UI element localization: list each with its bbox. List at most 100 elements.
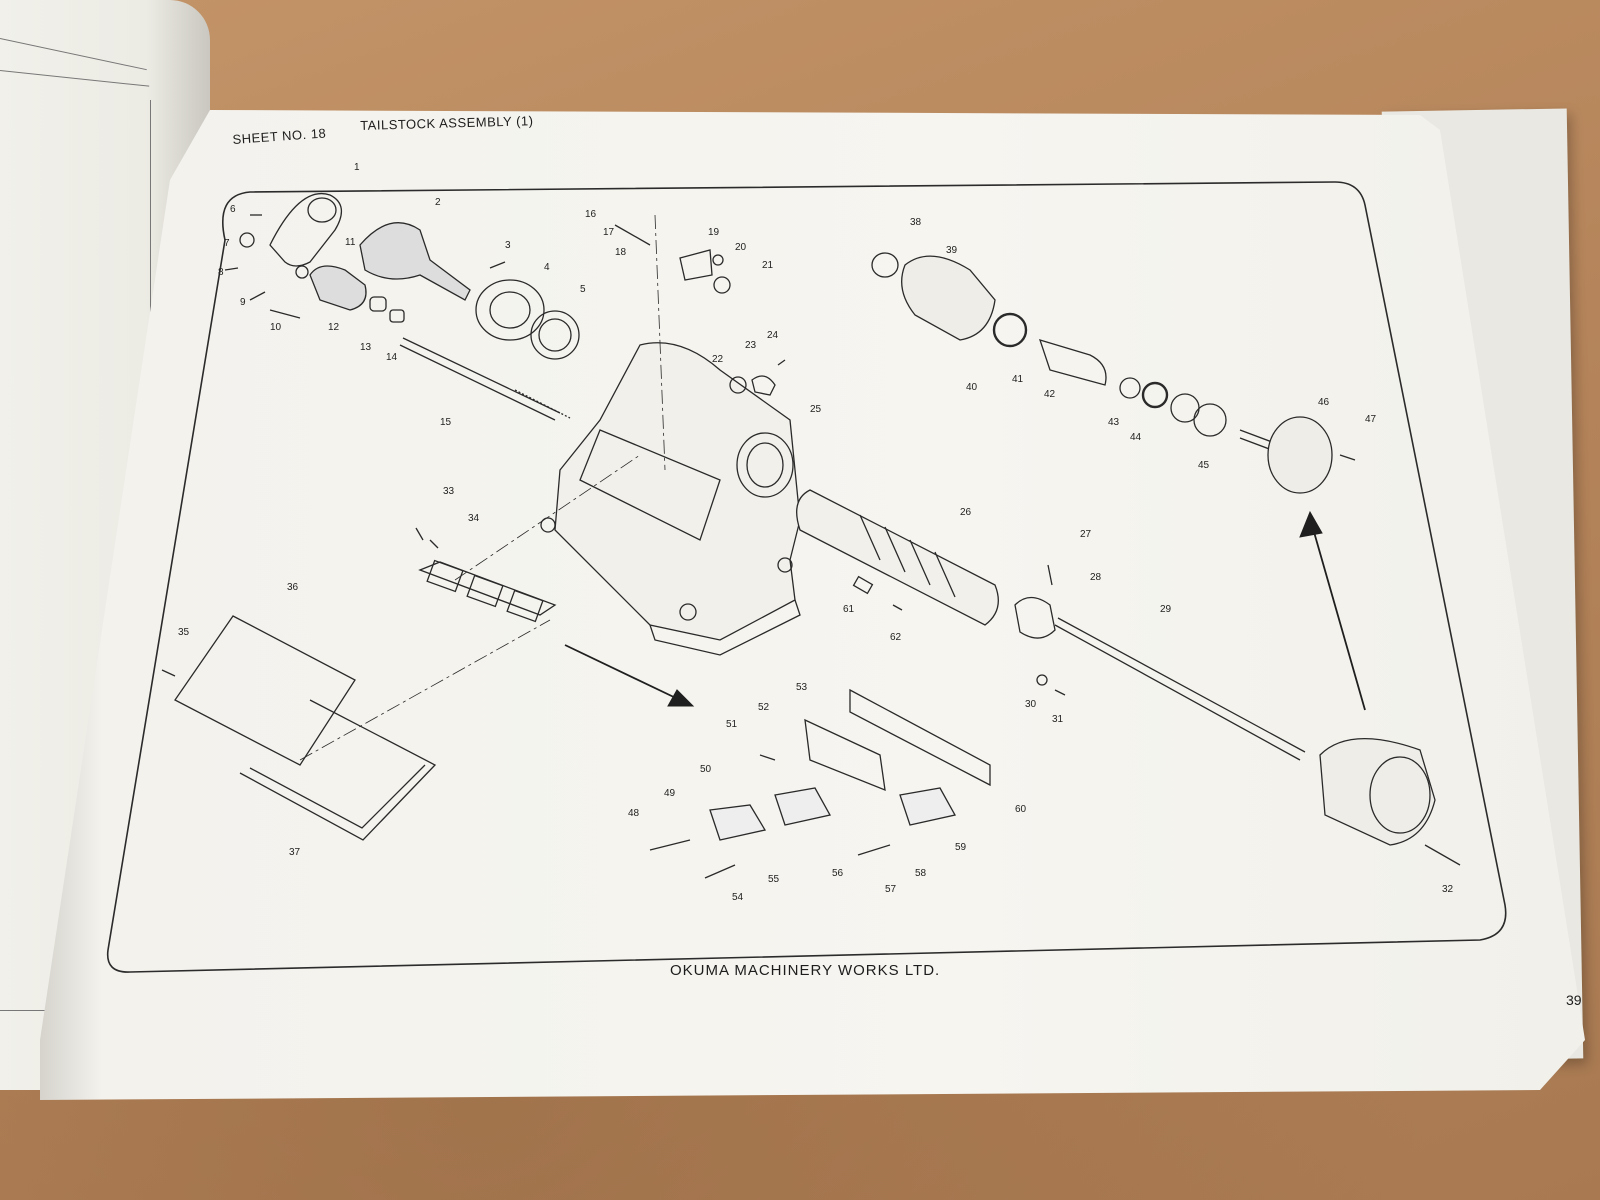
page-number: 39 <box>1566 992 1582 1008</box>
part-label-47: 47 <box>1365 414 1377 425</box>
part-label-21: 21 <box>762 260 774 271</box>
part-label-16: 16 <box>585 209 597 220</box>
part-14-sleeve <box>389 309 405 323</box>
part-27-setscrews <box>1047 564 1053 586</box>
part-label-14: 14 <box>386 352 398 363</box>
part-label-61: 61 <box>843 604 855 615</box>
part-label-58: 58 <box>915 868 927 879</box>
part-62-screw <box>892 604 903 611</box>
part-5-seal <box>530 310 580 360</box>
part-label-22: 22 <box>712 354 724 365</box>
part-31-screw <box>1054 689 1066 696</box>
part-label-56: 56 <box>832 868 844 879</box>
part-label-42: 42 <box>1044 389 1056 400</box>
part-32-pin <box>1424 844 1461 866</box>
part-label-9: 9 <box>240 297 246 308</box>
part-label-57: 57 <box>885 884 897 895</box>
part-41-oring <box>992 312 1028 348</box>
part-label-32: 32 <box>1442 884 1454 895</box>
part-label-59: 59 <box>955 842 967 853</box>
part-32-motor <box>1319 737 1436 846</box>
part-9-screw <box>249 291 266 301</box>
part-8-screw <box>224 267 239 271</box>
part-34-screw <box>429 539 439 549</box>
part-25-tailstock-body <box>554 342 801 641</box>
part-label-23: 23 <box>745 340 757 351</box>
part-33-screw <box>415 527 424 541</box>
part-48-screw <box>649 839 691 851</box>
part-37-gasket <box>239 699 437 841</box>
part-53-bracket <box>804 718 886 792</box>
part-label-19: 19 <box>708 227 720 238</box>
part-label-30: 30 <box>1025 699 1037 710</box>
part-label-55: 55 <box>768 874 780 885</box>
part-43-seal <box>1119 377 1141 399</box>
part-label-38: 38 <box>910 217 922 228</box>
part-label-53: 53 <box>796 682 808 693</box>
part-28-nut <box>1014 596 1056 639</box>
part-label-48: 48 <box>628 808 640 819</box>
part-44-oring <box>1141 381 1169 409</box>
part-label-4: 4 <box>544 262 550 273</box>
arrow-to-rear-motor <box>1311 524 1366 711</box>
part-label-3: 3 <box>505 240 511 251</box>
part-50-switch <box>709 804 767 841</box>
part-4-flange <box>475 279 545 341</box>
part-20-nut <box>712 254 724 266</box>
center-line-2 <box>454 454 641 581</box>
part-39-cylinder <box>901 255 996 341</box>
part-7-nut <box>239 232 255 248</box>
part-label-33: 33 <box>443 486 455 497</box>
part-label-15: 15 <box>440 417 452 428</box>
part-label-11: 11 <box>345 237 356 248</box>
part-18-pin <box>614 224 651 246</box>
part-label-1: 1 <box>354 162 360 173</box>
part-35-screw <box>161 669 176 677</box>
part-10-bolt <box>269 309 301 319</box>
part-38-ring <box>871 252 899 278</box>
footer-company: OKUMA MACHINERY WORKS LTD. <box>670 962 941 979</box>
part-label-60: 60 <box>1015 804 1027 815</box>
part-59-switch <box>899 787 956 826</box>
part-29-screw-shaft <box>1054 617 1306 761</box>
part-label-12: 12 <box>328 322 340 333</box>
part-60-plate <box>849 688 991 787</box>
part-label-43: 43 <box>1108 417 1120 428</box>
part-51-screw <box>759 754 776 761</box>
part-label-41: 41 <box>1012 374 1024 385</box>
part-label-45: 45 <box>1198 460 1210 471</box>
part-label-46: 46 <box>1318 397 1330 408</box>
part-label-35: 35 <box>178 627 190 638</box>
center-line-3 <box>299 619 551 761</box>
part-label-26: 26 <box>960 507 972 518</box>
part-label-34: 34 <box>468 513 480 524</box>
part-label-8: 8 <box>218 267 224 278</box>
part-11-washer <box>295 265 309 279</box>
diagram-frame <box>106 181 1507 973</box>
part-24-screw <box>777 359 786 366</box>
part-2-live-center <box>359 222 471 301</box>
part-26-quill <box>796 489 999 626</box>
part-21-cap <box>713 276 731 294</box>
part-label-28: 28 <box>1090 572 1102 583</box>
part-label-5: 5 <box>580 284 586 295</box>
part-19-bracket <box>679 249 713 281</box>
part-label-27: 27 <box>1080 529 1092 540</box>
part-label-54: 54 <box>732 892 744 903</box>
part-23-knob <box>751 375 776 396</box>
part-label-31: 31 <box>1052 714 1064 725</box>
part-label-50: 50 <box>700 764 712 775</box>
part-label-7: 7 <box>224 238 230 249</box>
part-label-39: 39 <box>946 245 958 256</box>
part-label-2: 2 <box>435 197 441 208</box>
part-1-belt-guard <box>269 193 342 267</box>
part-12-motor <box>309 265 367 311</box>
center-line-1 <box>654 214 666 471</box>
part-47-screw <box>1339 454 1356 461</box>
part-label-52: 52 <box>758 702 770 713</box>
part-label-36: 36 <box>287 582 299 593</box>
part-45-ring <box>1193 403 1227 437</box>
part-57-screw <box>857 844 891 856</box>
part-13-collar <box>369 296 387 312</box>
